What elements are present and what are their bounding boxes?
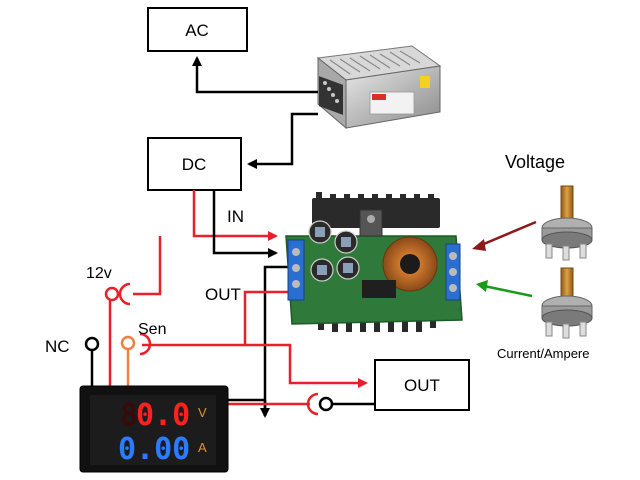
voltage-arrow [478,220,537,248]
current-arrow-head [476,280,488,292]
sen-label: Sen [138,321,166,338]
out-negative-wire [263,265,288,416]
voltage-potentiometer-icon [541,185,593,261]
dc-box-label: DC [182,155,207,174]
out-positive-wire [243,290,368,388]
ac-box-label: AC [185,21,209,40]
current-arrow [483,284,533,298]
buck-converter-icon [285,192,463,332]
v12-pin [104,286,120,302]
out-box: OUT [374,359,470,411]
ac-box: AC [147,7,248,52]
nc-label: NC [45,337,70,356]
dc-wire [247,112,318,169]
current-potentiometer-icon [541,267,593,339]
out-line-label: OUT [205,285,241,304]
current-label: Current/Ampere [497,346,589,361]
v12-wire [133,236,162,296]
nc-pin [84,336,100,352]
voltage-arrow-head [472,239,486,251]
sen-pin [120,335,136,351]
voltage-label: Voltage [505,152,565,172]
panel-meter-icon: 8 0.0 V 0.00 A [79,385,229,473]
in-label: IN [227,207,244,226]
ac-wire [192,56,318,94]
meter-current-reading: 0.00 [118,432,190,467]
in-positive-wire [192,190,278,241]
psu-icon [316,45,442,130]
out-box-label: OUT [404,376,440,395]
out-pin [318,396,334,412]
v12-connector [118,282,131,306]
out-connector [306,392,319,416]
meter-voltage-unit: V [198,405,207,420]
in-negative-wire [212,190,278,258]
meter-current-unit: A [198,440,207,455]
v12-label: 12v [86,265,112,282]
dc-box: DC [147,137,242,191]
meter-voltage-reading: 0.0 [136,398,190,433]
svg-text:8: 8 [120,398,138,433]
